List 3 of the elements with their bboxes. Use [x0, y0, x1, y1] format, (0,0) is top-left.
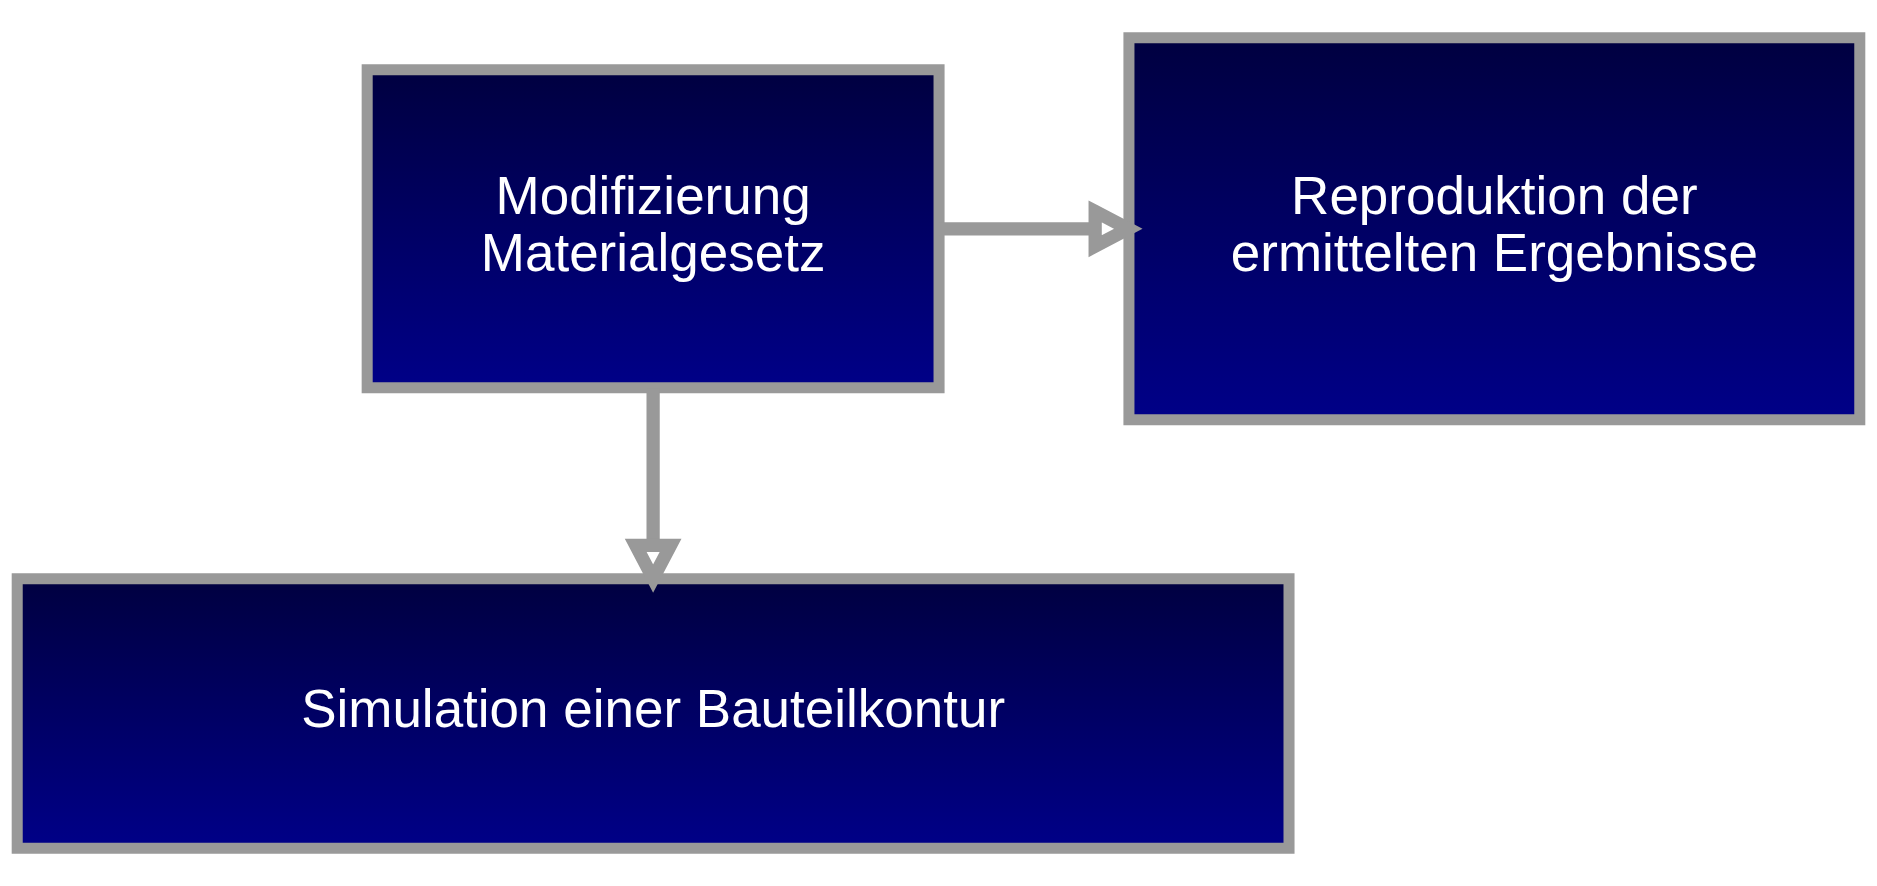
node-box: Simulation einer Bauteilkontur	[11, 573, 1295, 854]
node-box: Modifizierung Materialgesetz	[361, 64, 945, 394]
node-box: Reproduktion der ermittelten Ergebnisse	[1123, 32, 1866, 426]
